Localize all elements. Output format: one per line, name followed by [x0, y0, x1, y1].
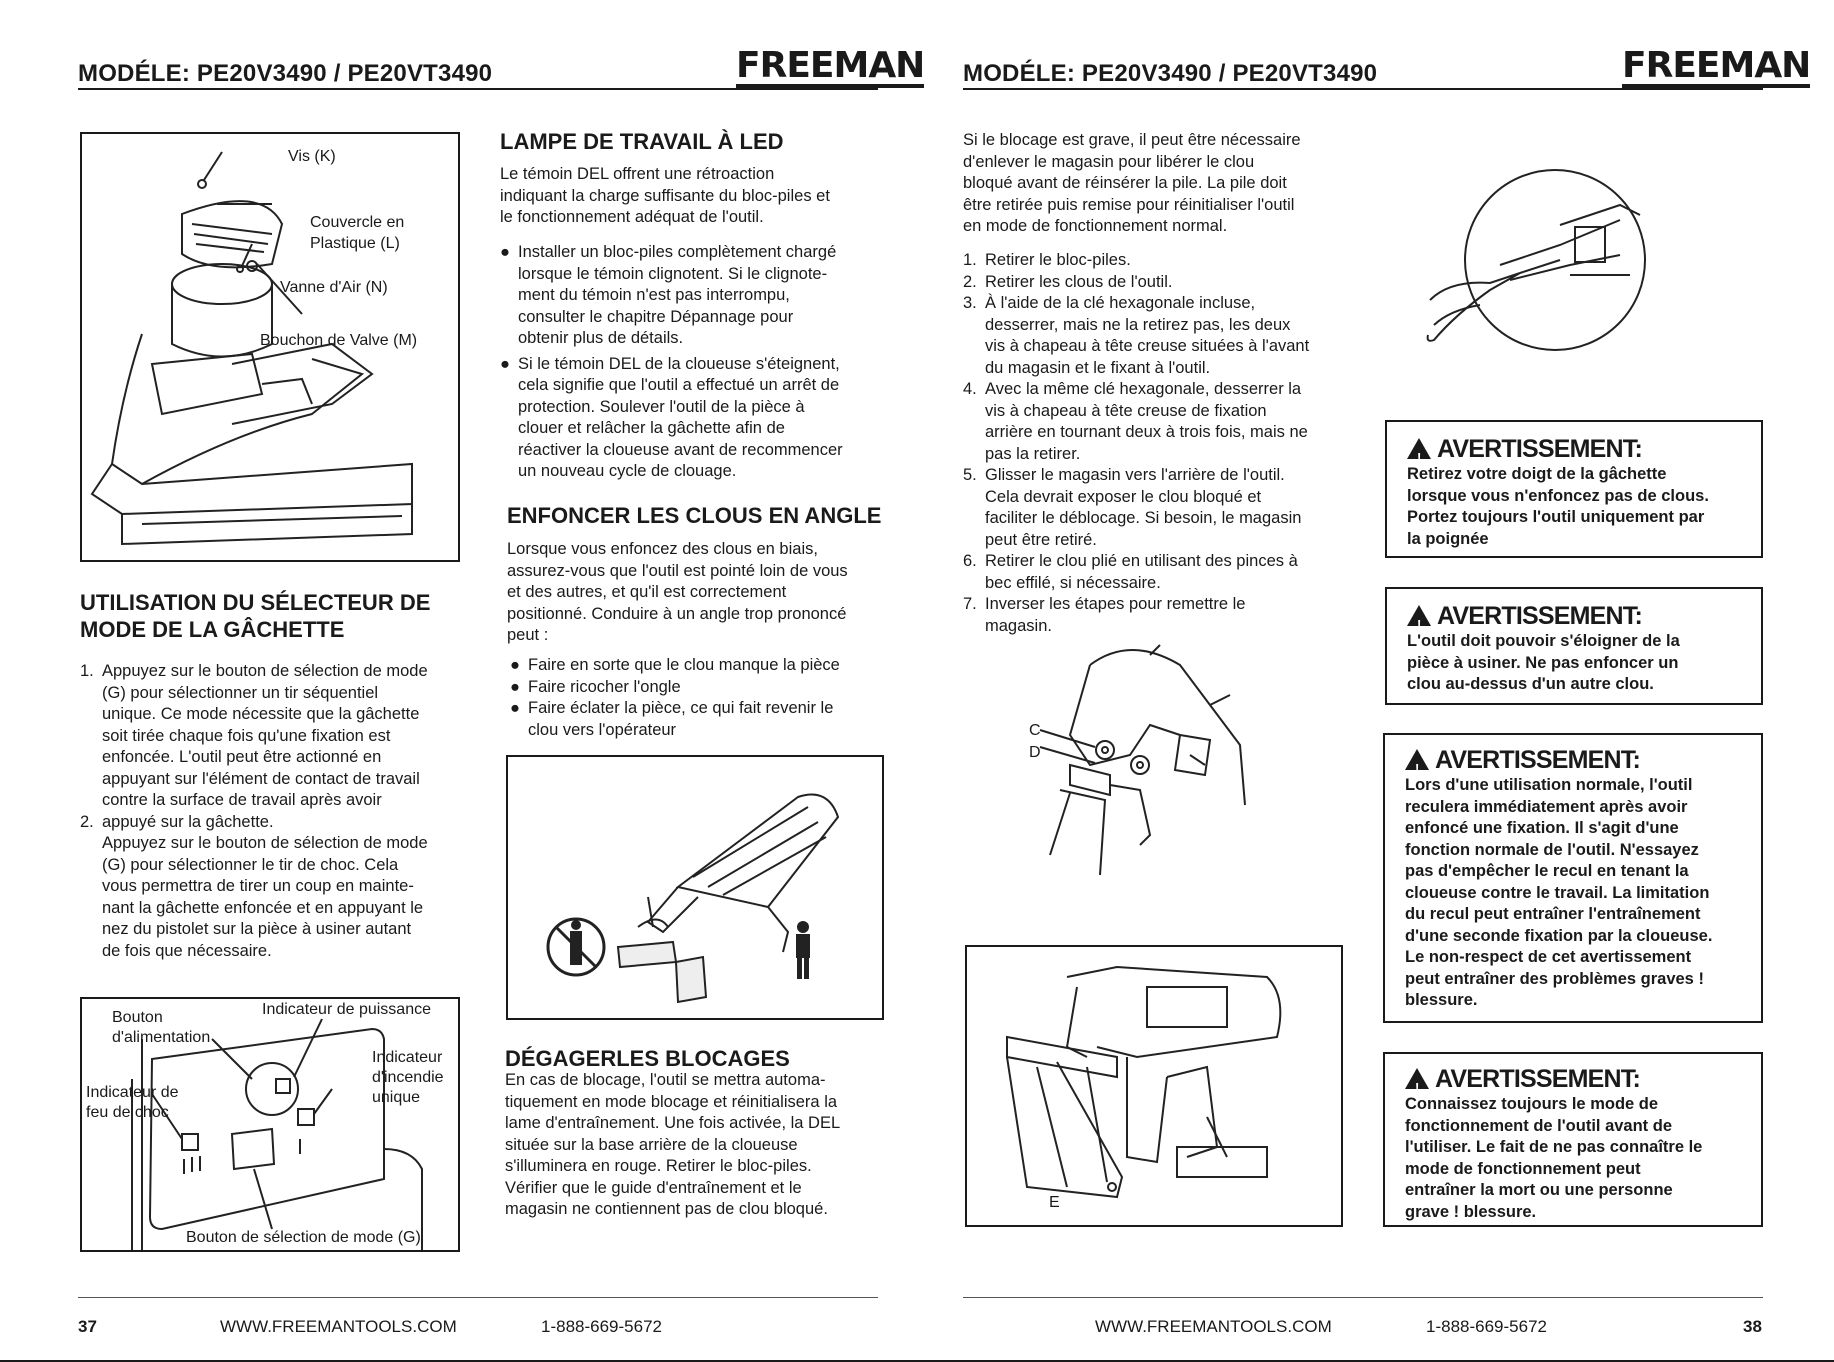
label-incendie: d'incendie — [372, 1069, 444, 1086]
list-item: 4.Avec la même clé hexagonale, desserrer… — [963, 380, 1308, 463]
list-item: 1. Appuyez sur le bouton de sélection de… — [80, 662, 428, 809]
footer-phone-left: 1-888-669-5672 — [541, 1317, 662, 1336]
list-item: ● Si le témoin DEL de la cloueuse s'étei… — [500, 354, 843, 481]
angle-nailing-illustration — [546, 793, 840, 1004]
label-plastique: Plastique (L) — [310, 235, 400, 252]
section-title-selector-1: UTILISATION DU SÉLECTEUR DE — [80, 590, 431, 615]
list-item: ●Faire ricocher l'ongle — [510, 677, 681, 696]
warning-triangle-icon: ! — [1407, 605, 1431, 632]
label-bouchon-valve: Bouchon de Valve (M) — [260, 332, 418, 349]
warning-triangle-icon: ! — [1405, 1068, 1429, 1095]
warning-triangle-icon: ! — [1405, 749, 1429, 776]
unjam-steps: 1.Retirer le bloc-piles. 2.Retirer les c… — [963, 250, 1353, 637]
warning-triangle-icon: ! — [1407, 438, 1431, 465]
label-e: E — [1049, 1194, 1060, 1211]
list-item: ● Installer un bloc-piles complètement c… — [500, 243, 837, 347]
jam-text: En cas de blocage, l'outil se mettra aut… — [505, 1071, 841, 1218]
list-item: 6.Retirer le clou plié en utilisant des … — [963, 552, 1298, 592]
list-item: 5.Glisser le magasin vers l'arrière de l… — [963, 466, 1302, 549]
angle-bullets: ●Faire en sorte que le clou manque la pi… — [510, 655, 890, 741]
header-rule-right — [963, 88, 1763, 90]
section-title-led: LAMPE DE TRAVAIL À LED — [500, 129, 784, 154]
label-bouton: Bouton — [112, 1009, 163, 1026]
warning-box-2: !AVERTISSEMENT: L'outil doit pouvoir s'é… — [1385, 587, 1763, 705]
figure-nailer-magazine: E — [965, 945, 1343, 1227]
label-alimentation: d'alimentation — [112, 1029, 211, 1046]
section-title-jam: DÉGAGERLES BLOCAGES — [505, 1046, 790, 1071]
label-feu-de-choc: feu de choc — [86, 1104, 169, 1121]
warning-box-1: !AVERTISSEMENT: Retirez votre doigt de l… — [1385, 420, 1763, 558]
label-indicateur: Indicateur — [372, 1049, 443, 1066]
warning-box-3: !AVERTISSEMENT: Lors d'une utilisation n… — [1383, 733, 1763, 1023]
warning-box-4: !AVERTISSEMENT: Connaissez toujours le m… — [1383, 1052, 1763, 1227]
figure-valve-cap: Vis (K) Couvercle en Plastique (L) Vanne… — [80, 132, 460, 562]
freeman-logo-left: FREEMAN — [736, 45, 925, 88]
list-item: 2. appuyé sur la gâchette. Appuyez sur l… — [80, 812, 428, 960]
list-item: 1.Retirer le bloc-piles. — [963, 251, 1131, 269]
label-indicateur-puissance: Indicateur de puissance — [262, 1001, 431, 1018]
footer-url-left: WWW.FREEMANTOOLS.COM — [220, 1317, 457, 1336]
footer-url-right: WWW.FREEMANTOOLS.COM — [1095, 1317, 1332, 1336]
list-item: 2.Retirer les clous de l'outil. — [963, 272, 1173, 291]
section-title-selector-2: MODE DE LA GÂCHETTE — [80, 617, 345, 642]
label-bouton-selection: Bouton de sélection de mode (G) — [186, 1229, 421, 1246]
list-item: ●Faire en sorte que le clou manque la pi… — [510, 656, 840, 674]
footer-rule-right — [963, 1297, 1763, 1298]
bottom-edge-rule — [0, 1360, 1834, 1362]
nailer-top-illustration — [90, 151, 413, 546]
label-couvercle: Couvercle en — [310, 214, 405, 231]
freeman-logo-right: FREEMAN — [1622, 45, 1811, 88]
figure-angle-nailing — [506, 755, 884, 1020]
magazine-screws-illustration — [1039, 644, 1246, 876]
label-d: D — [1029, 744, 1041, 761]
figure-control-panel: Bouton d'alimentation Indicateur de puis… — [80, 997, 460, 1252]
led-intro: Le témoin DEL offrent une rétroaction in… — [500, 165, 830, 226]
no-person-icon — [546, 917, 606, 977]
model-title-right: MODÉLE: PE20V3490 / PE20VT3490 — [963, 60, 1378, 87]
angle-intro: Lorsque vous enfoncez des clous en biais… — [507, 540, 848, 644]
page-number-right: 38 — [1743, 1317, 1762, 1336]
label-unique: unique — [372, 1089, 421, 1106]
label-vis-k: Vis (K) — [288, 148, 336, 165]
label-indicateur-de: Indicateur de — [86, 1084, 179, 1101]
section-title-angle: ENFONCER LES CLOUS EN ANGLE — [507, 503, 882, 528]
selector-steps: 1. Appuyez sur le bouton de sélection de… — [80, 661, 470, 962]
footer-phone-right: 1-888-669-5672 — [1426, 1317, 1547, 1336]
nailer-side-illustration — [1006, 965, 1282, 1199]
label-vanne-air: Vanne d'Air (N) — [280, 279, 388, 296]
label-c: C — [1029, 722, 1041, 739]
person-icon — [796, 921, 810, 979]
model-title-left: MODÉLE: PE20V3490 / PE20VT3490 — [78, 60, 493, 87]
header-rule-left — [78, 88, 878, 90]
pliers-closeup-illustration — [1426, 169, 1646, 351]
list-item: ●Faire éclater la pièce, ce qui fait rev… — [510, 699, 834, 739]
control-panel-illustration — [131, 1018, 423, 1250]
footer-rule-left — [78, 1297, 878, 1298]
list-item: 3.À l'aide de la clé hexagonale incluse,… — [963, 294, 1310, 377]
led-bullets: ● Installer un bloc-piles complètement c… — [500, 242, 880, 483]
page-number-left: 37 — [78, 1317, 97, 1336]
right-intro: Si le blocage est grave, il peut être né… — [963, 131, 1301, 235]
